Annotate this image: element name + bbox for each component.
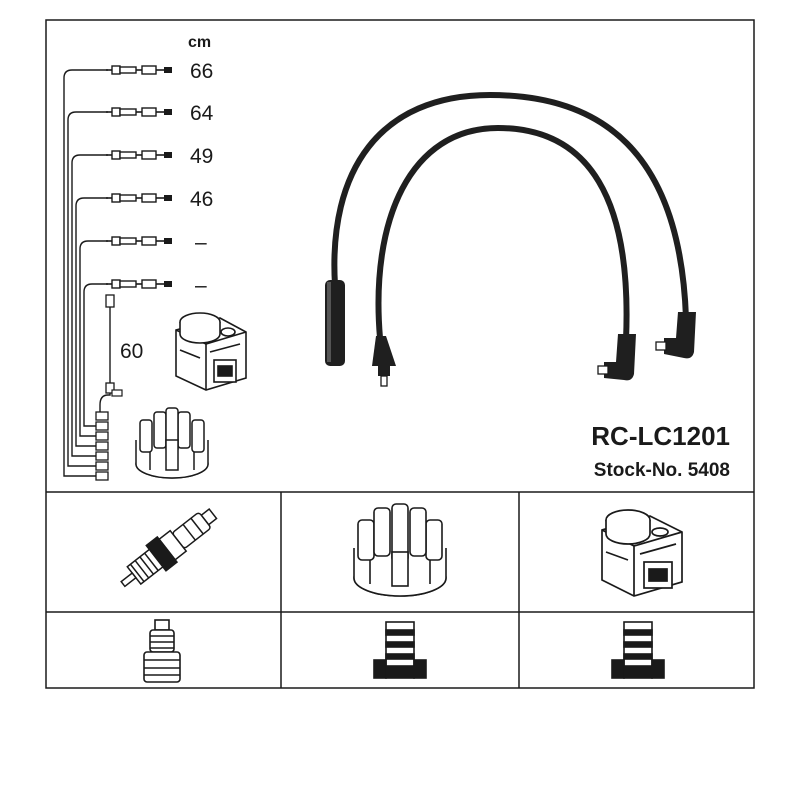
cable-row-4: [105, 193, 173, 203]
cable-row-5: [105, 236, 173, 246]
ignition-cables: [325, 91, 696, 387]
cable-row-1: [105, 65, 173, 75]
ignition-coil-icon: [601, 509, 683, 597]
length-label-4: 46: [190, 188, 213, 211]
length-label-1: 66: [190, 60, 213, 83]
length-label-6: –: [195, 274, 207, 297]
frame: [45, 19, 755, 689]
stock-number: Stock-No. 5408: [594, 460, 730, 481]
ignition-coil-icon: [175, 312, 247, 391]
coil-terminal-icon: [611, 621, 665, 679]
cable-row-6: [105, 279, 173, 289]
product-code: RC-LC1201: [591, 421, 730, 451]
tapered-connector: [372, 336, 396, 387]
coil-lead: [105, 294, 123, 397]
length-label-3: 49: [190, 145, 213, 168]
angled-boot-outer: [655, 312, 696, 359]
plug-terminal-icon: [143, 619, 181, 683]
spark-plug-icon: [120, 508, 218, 588]
cap-terminal-icon: [373, 621, 427, 679]
terminal-stack: [95, 411, 109, 481]
cable-row-2: [105, 107, 173, 117]
straight-boot: [325, 280, 345, 366]
length-schematic: cm 66 64 49 46 – – 60: [63, 34, 247, 481]
angled-boot-inner: [597, 334, 636, 381]
coil-lead-length: 60: [120, 340, 143, 363]
unit-label: cm: [188, 34, 211, 51]
cable-inner: [375, 124, 630, 343]
cable-outer: [331, 91, 689, 321]
length-label-5: –: [195, 231, 207, 254]
cable-row-3: [105, 150, 173, 160]
length-label-2: 64: [190, 102, 214, 125]
distributor-cap-icon: [135, 407, 209, 479]
distributor-cap-icon: [353, 503, 447, 597]
